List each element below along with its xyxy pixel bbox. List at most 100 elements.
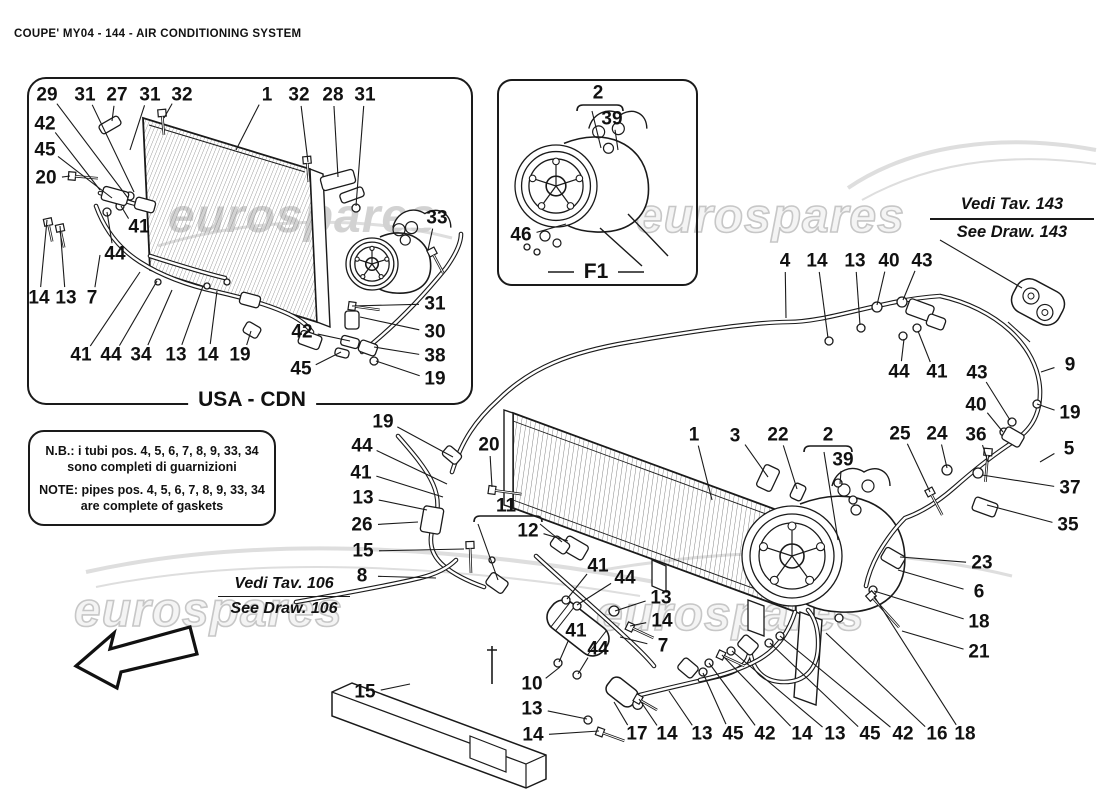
drawing-layer bbox=[27, 77, 1066, 789]
callout-18: 18 bbox=[968, 611, 990, 633]
leader-line-1 bbox=[697, 445, 713, 501]
leader-line-41 bbox=[917, 330, 931, 363]
callout-13: 13 bbox=[844, 250, 866, 272]
note-gap bbox=[30, 475, 274, 482]
o-ring-fitting bbox=[898, 331, 908, 341]
callout-41: 41 bbox=[350, 462, 372, 484]
leader-line-31 bbox=[129, 105, 146, 151]
callout-46: 46 bbox=[510, 224, 532, 246]
ref-143-italian: Vedi Tav. 143 bbox=[930, 196, 1094, 220]
bracket-fitting bbox=[925, 313, 947, 331]
leader-line-31 bbox=[355, 105, 365, 207]
bolt-fastener bbox=[715, 649, 746, 668]
leader-line-1 bbox=[235, 104, 260, 151]
leader-line-14 bbox=[721, 654, 792, 727]
leader-line-13 bbox=[614, 600, 646, 612]
callout-19: 19 bbox=[1059, 402, 1081, 424]
o-ring-fitting bbox=[912, 323, 922, 333]
leader-line-5 bbox=[1039, 453, 1055, 463]
callout-14: 14 bbox=[522, 724, 544, 746]
o-ring-fitting bbox=[223, 278, 231, 286]
bracket-fitting bbox=[340, 334, 360, 350]
leader-line-42 bbox=[317, 333, 351, 342]
watermark-swoosh bbox=[95, 565, 641, 597]
leader-line-14 bbox=[818, 271, 829, 339]
leader-line-32 bbox=[163, 103, 173, 119]
leader-line-14 bbox=[209, 290, 218, 345]
refrigerant-pipe-inner bbox=[148, 254, 227, 280]
callout-40: 40 bbox=[965, 394, 987, 416]
leader-line-7 bbox=[94, 254, 101, 288]
gaskets-note-box: N.B.: i tubi pos. 4, 5, 6, 7, 8, 9, 33, … bbox=[28, 430, 276, 526]
leader-line-18 bbox=[873, 595, 957, 726]
fixed-leader-line bbox=[591, 110, 602, 149]
ref-143-part-line bbox=[1007, 321, 1031, 343]
callout-44: 44 bbox=[888, 361, 910, 383]
bolt-fastener bbox=[67, 171, 99, 181]
o-ring-fitting bbox=[764, 638, 774, 648]
leader-line-13 bbox=[855, 271, 861, 326]
callout-13: 13 bbox=[521, 698, 543, 720]
callout-36: 36 bbox=[965, 424, 987, 446]
leader-line-28 bbox=[333, 105, 339, 178]
callout-21: 21 bbox=[968, 641, 990, 663]
leader-line-35 bbox=[986, 504, 1053, 523]
watermark-swoosh bbox=[846, 140, 1097, 190]
callout-19: 19 bbox=[229, 344, 251, 366]
note-line-en-1: NOTE: pipes pos. 4, 5, 6, 7, 8, 9, 33, 3… bbox=[39, 482, 265, 497]
callout-14: 14 bbox=[197, 344, 219, 366]
bracket-fitting bbox=[334, 347, 350, 359]
usa-condenser-rails bbox=[142, 117, 306, 271]
leader-line-13 bbox=[547, 710, 588, 720]
fixed-leader-line bbox=[823, 451, 839, 541]
pipe-connector-143 bbox=[1010, 278, 1066, 326]
leader-line-6 bbox=[897, 569, 964, 590]
f1-inset-box bbox=[497, 79, 698, 286]
leader-line-44 bbox=[577, 657, 589, 675]
callout-28: 28 bbox=[322, 84, 344, 106]
crossmember-slot bbox=[469, 735, 507, 773]
leader-line-23 bbox=[899, 556, 967, 563]
bracket-fitting bbox=[737, 634, 759, 656]
leader-line-15 bbox=[380, 683, 411, 691]
callout-19: 19 bbox=[424, 368, 446, 390]
f1-compressor-bolts bbox=[599, 213, 669, 267]
callout-41: 41 bbox=[926, 361, 948, 383]
callout-15: 15 bbox=[354, 681, 376, 703]
bracket-fitting bbox=[971, 496, 999, 518]
bolt-fastener bbox=[426, 246, 445, 274]
callout-12: 12 bbox=[517, 520, 539, 542]
bracket-fitting bbox=[319, 168, 357, 192]
callout-14: 14 bbox=[28, 287, 50, 309]
callout-37: 37 bbox=[1059, 477, 1081, 499]
callout-40: 40 bbox=[878, 250, 900, 272]
ref-143-english: See Draw. 143 bbox=[956, 222, 1068, 241]
callout-2: 2 bbox=[822, 424, 834, 446]
callout-14: 14 bbox=[656, 723, 678, 745]
callout-3: 3 bbox=[729, 425, 741, 447]
bracket-fitting bbox=[133, 196, 157, 214]
callout-44: 44 bbox=[104, 243, 126, 265]
note-line-en-2: are complete of gaskets bbox=[80, 498, 224, 513]
leader-line-3 bbox=[744, 444, 769, 478]
callout-29: 29 bbox=[36, 84, 58, 106]
leader-line-15 bbox=[378, 548, 465, 552]
bolt-fastener bbox=[302, 155, 312, 183]
callout-14: 14 bbox=[806, 250, 828, 272]
callout-31: 31 bbox=[424, 293, 446, 315]
bracket-fitting bbox=[441, 445, 463, 465]
f1-small-parts bbox=[539, 230, 562, 248]
o-ring-fitting bbox=[726, 646, 736, 656]
callout-22: 22 bbox=[767, 424, 789, 446]
leader-line-39 bbox=[614, 129, 619, 151]
usa-compressor bbox=[345, 209, 452, 294]
leader-line-45 bbox=[769, 642, 859, 727]
leader-line-19 bbox=[375, 360, 420, 377]
o-ring-fitting bbox=[834, 613, 844, 623]
bolt-fastener bbox=[924, 486, 944, 516]
leader-line-20 bbox=[489, 455, 493, 488]
callout-34: 34 bbox=[130, 344, 152, 366]
crossmember-stud bbox=[487, 646, 497, 684]
watermark-swoosh bbox=[861, 158, 1097, 201]
